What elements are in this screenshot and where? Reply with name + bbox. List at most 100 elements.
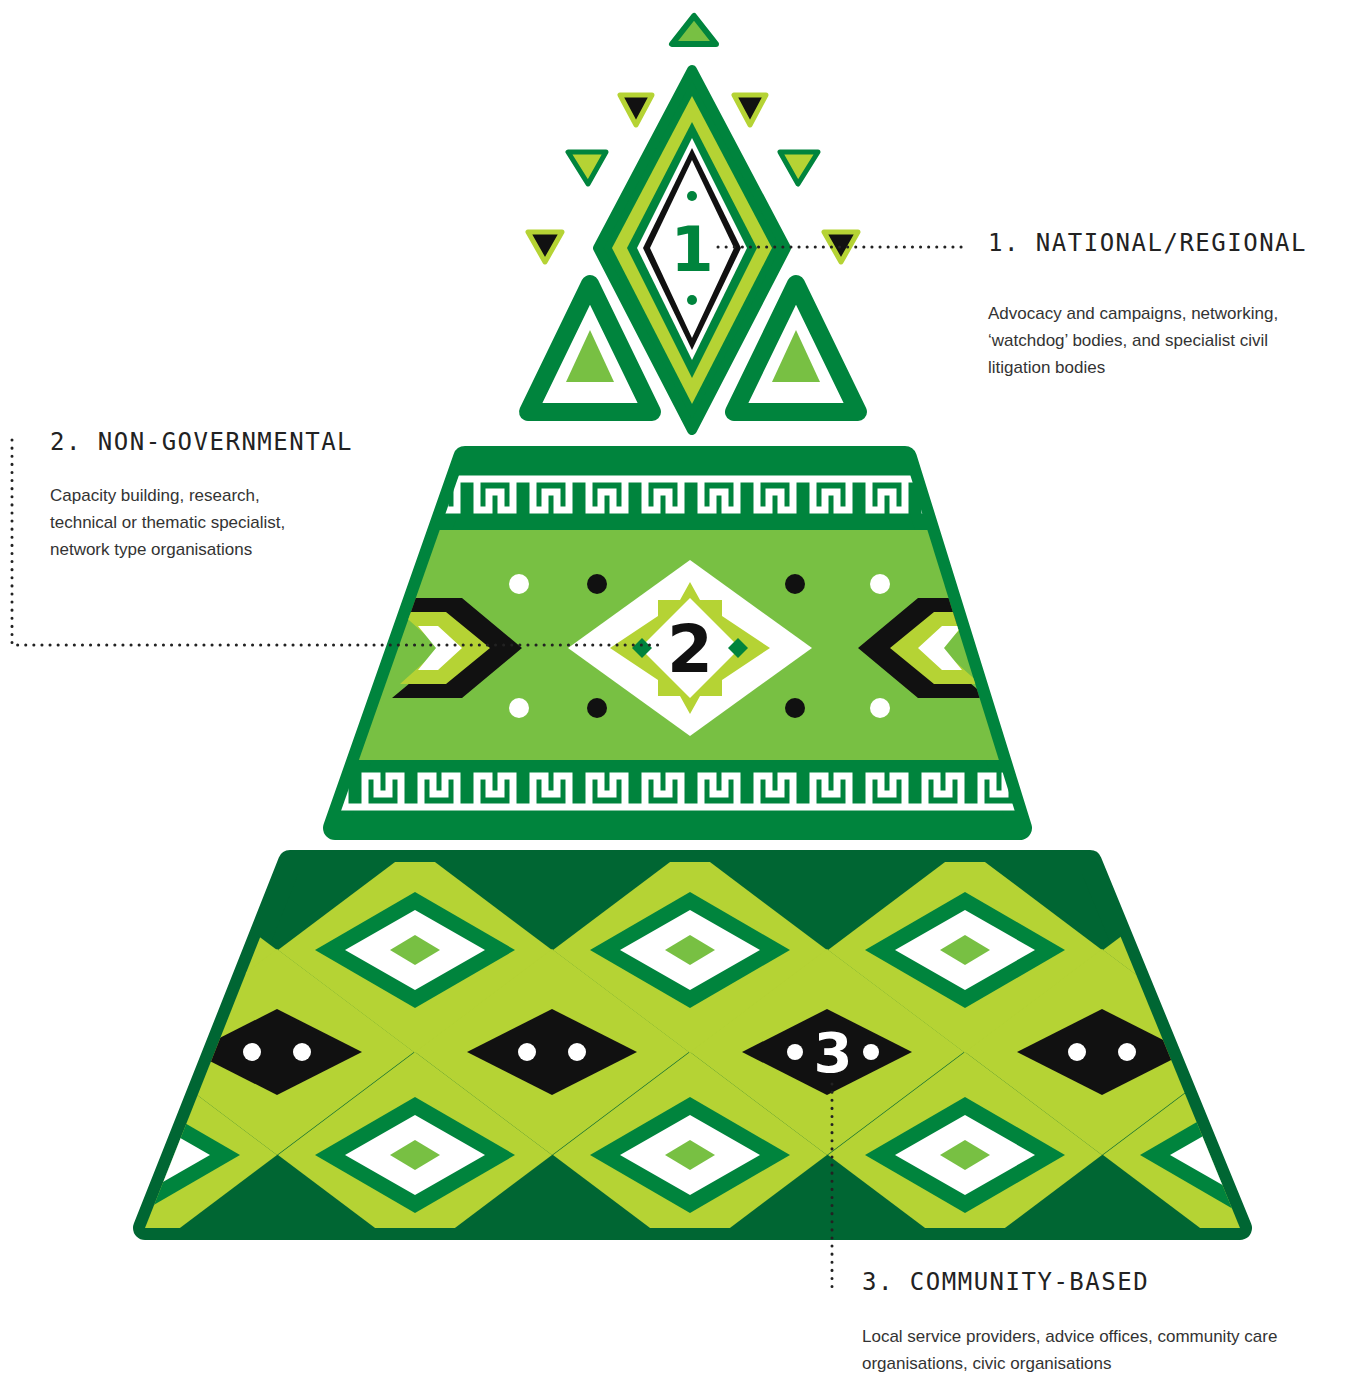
tier-two-art-shape (509, 698, 529, 718)
leader-line (831, 1084, 834, 1290)
tier-two-art-shape-shape (400, 612, 490, 684)
tier-three-art-shape-shape (787, 1044, 803, 1060)
tier-three-art-shape-shape (1215, 1140, 1265, 1170)
tier-three-art (0, 847, 1349, 1258)
tier-three-art-shape-shape (590, 1097, 790, 1213)
tier-one-art-shape (772, 330, 820, 382)
tier-three-art-shape-shape (115, 935, 165, 965)
callout-number: 1 (670, 219, 713, 281)
tier-three-art-shape-shape (865, 1097, 1065, 1213)
tier-three-art-shape-shape (863, 1044, 879, 1060)
tier-two-art-shape (870, 574, 890, 594)
tier-two-art (300, 458, 1060, 828)
leader-line (12, 440, 662, 645)
tier-three-art-shape-shape (1068, 1043, 1086, 1061)
tier-two-art-shape-shape (300, 768, 1060, 812)
tier-three-art-shape-shape (865, 892, 1065, 1008)
tier-one-art-shape (687, 295, 697, 305)
tier-three-art-shape-shape (1170, 910, 1310, 990)
tier-two-art-shape (640, 598, 740, 698)
tier-three-art-shape-shape (665, 935, 715, 965)
tier-three-art-shape-shape (518, 1043, 536, 1061)
tier-two-art-shape (509, 574, 529, 594)
tier-one-art-shape (672, 16, 716, 44)
tier-three-art-shape-shape (590, 892, 790, 1008)
tier-two-art-shape-shape (418, 626, 462, 670)
tier-three-art-shape-shape (620, 910, 760, 990)
tier-one-art-shape (627, 122, 757, 378)
tier-three-art-shape (0, 847, 1349, 1258)
tier-three-art-shape-shape (467, 1009, 637, 1095)
tier-one-art-shape (650, 160, 734, 338)
pyramid-tier: 22. NON-GOVERNMENTALCapacity building, r… (335, 458, 1020, 828)
callout-number: 3 (814, 1025, 853, 1081)
tier-one-art-shape (568, 152, 606, 184)
tier-three-art-shape-shape (742, 1009, 912, 1095)
tier-one-art-shape (566, 330, 614, 382)
tier-two-art-shape (568, 560, 812, 736)
leader-line (718, 246, 962, 249)
tier-three-art-shape-shape (390, 935, 440, 965)
tier-two-art-shape (300, 474, 1060, 812)
tier-heading: 2. NON-GOVERNMENTAL (50, 428, 353, 457)
tier-three-art-shape-shape (70, 910, 210, 990)
tier-two-art-shape (870, 698, 890, 718)
tier-three-art-shape-shape (1170, 1115, 1310, 1195)
tier-heading: 3. COMMUNITY-BASED (862, 1268, 1149, 1297)
tier-one-art-shape (780, 152, 818, 184)
tier-one-art-shape (598, 70, 786, 430)
tier-three-art-shape-shape (1017, 1009, 1187, 1095)
tier-three-art-shape-shape (115, 1140, 165, 1170)
tier-three-art-shape-shape (940, 1140, 990, 1170)
tier-three-art-shape-shape (345, 910, 485, 990)
tier-three-art-shape-shape (345, 1115, 485, 1195)
tier-three-art-shape-shape (293, 1043, 311, 1061)
tier-three-art-shape-shape (40, 892, 240, 1008)
tier-one-art-shape (734, 95, 766, 125)
tier-one-art-shape (528, 232, 562, 262)
tier-two-art-shape-shape (858, 598, 988, 698)
tier-three-art-shape-shape (1240, 949, 1349, 1155)
tier-three-art-shape-shape (665, 1140, 715, 1170)
tier-three-art-shape-shape (315, 1097, 515, 1213)
tier-three-art-shape-shape (40, 1097, 240, 1213)
tier-two-art-shape-shape (918, 626, 962, 670)
tier-three-art-shape-shape (1118, 1043, 1136, 1061)
tier-two-art-shape-shape (300, 474, 1060, 518)
tier-two-art-shape (785, 698, 805, 718)
tier-one-art-shape (643, 148, 741, 350)
tier-two-art-shape (610, 582, 770, 714)
tier-three-art-shape-shape (895, 1115, 1035, 1195)
pyramid-tier: 33. COMMUNITY-BASEDLocal service provide… (145, 862, 1240, 1228)
tier-three-art-shape-shape (940, 935, 990, 965)
tier-three-art-shape-shape (1140, 1097, 1340, 1213)
tier-two-art-shape (587, 574, 607, 594)
tier-description: Capacity building, research, technical o… (50, 482, 320, 563)
tier-two-art-shape-shape (890, 612, 980, 684)
tier-three-art-shape-shape (1215, 935, 1265, 965)
tier-description: Advocacy and campaigns, networking, ‘wat… (988, 300, 1318, 381)
tier-description: Local service providers, advice offices,… (862, 1323, 1292, 1377)
tier-one-art-shape (637, 138, 747, 360)
tier-two-art-shape (728, 638, 748, 658)
tier-two-art-shape (632, 638, 652, 658)
tier-one-art-shape (612, 96, 772, 404)
tier-one-art-shape (687, 191, 697, 201)
tier-one-art-shape (620, 95, 652, 125)
tier-three-art-shape-shape (390, 1140, 440, 1170)
tier-three-art-shape-shape (620, 1115, 760, 1195)
callout-number: 2 (667, 617, 713, 683)
pyramid-tier: 11. NATIONAL/REGIONALAdvocacy and campai… (518, 14, 868, 434)
tier-two-art-shape (587, 698, 607, 718)
tier-three-art-shape-shape (315, 892, 515, 1008)
tier-three-art-shape-shape (192, 1009, 362, 1095)
tier-three-art-shape-shape (895, 910, 1035, 990)
tier-three-art-shape-shape (1140, 892, 1340, 1008)
tier-three-art-shape-shape (243, 1043, 261, 1061)
tier-two-art-shape-shape (392, 598, 522, 698)
tier-two-art-shape (785, 574, 805, 594)
tier-three-art-shape-shape (568, 1043, 586, 1061)
tier-three-art-shape-shape (70, 1115, 210, 1195)
